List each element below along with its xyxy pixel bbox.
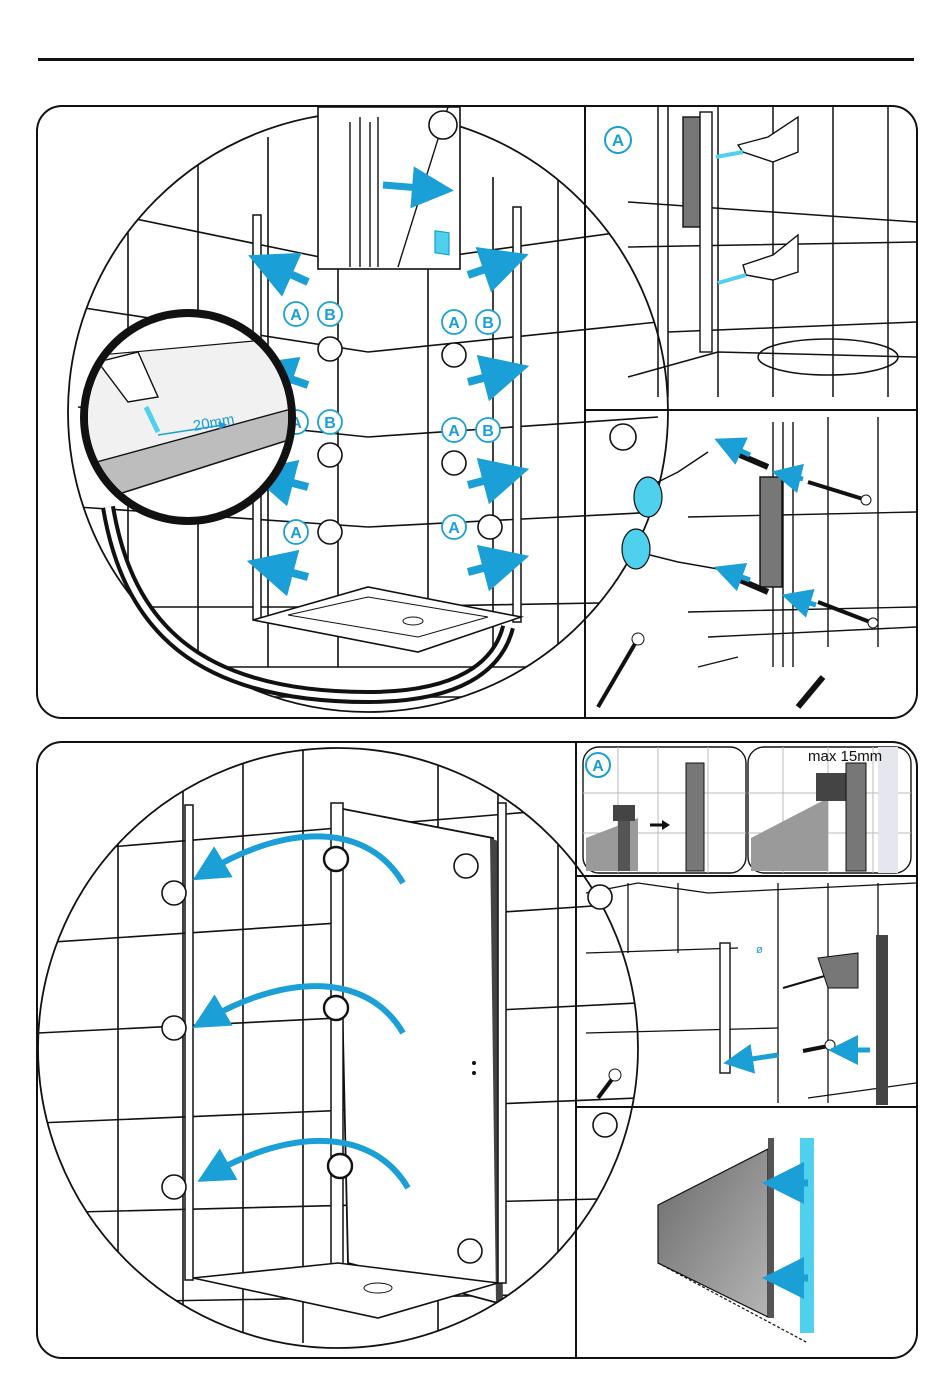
step-a-panel: A	[605, 107, 916, 397]
max-gap-label: max 15mm	[808, 748, 882, 765]
step-number-circle	[593, 1113, 617, 1137]
callout-b: B	[324, 307, 336, 324]
wall-plug-icon	[733, 452, 768, 467]
callout-a: A	[290, 307, 302, 324]
step-a-label: A	[592, 758, 604, 775]
top-panel-drawing: A B A B A A B A B A	[38, 107, 916, 717]
step-number-circle	[429, 111, 457, 139]
callout-a: A	[448, 520, 460, 537]
header-rule	[38, 58, 914, 61]
screw-icon	[818, 602, 870, 622]
callout-a: A	[448, 315, 460, 332]
callout-a: A	[448, 423, 460, 440]
screw-icon	[598, 642, 636, 707]
step-number-circle	[588, 885, 612, 909]
drill-icon	[622, 529, 650, 569]
screw-icon	[803, 1046, 828, 1051]
drill-step-panel: ø	[586, 883, 916, 1105]
callout-a: A	[290, 525, 302, 542]
top-instruction-panel: A B A B A A B A B A	[36, 105, 918, 719]
step-number-circle	[610, 424, 636, 450]
step-a-profile-inset: A max 15mm	[583, 747, 911, 873]
screw-icon	[598, 1078, 613, 1098]
callout-b: B	[482, 315, 494, 332]
screw-icon	[808, 482, 863, 499]
hand-icon	[743, 235, 798, 280]
step-a-label: A	[612, 131, 624, 150]
callout-b: B	[324, 415, 336, 432]
wall-plug-icon	[798, 677, 823, 707]
drill-screw-panel	[598, 417, 916, 707]
callout-b: B	[482, 423, 494, 440]
bottom-instruction-panel: A max 15mm ø	[36, 741, 918, 1359]
hand-icon	[738, 117, 798, 162]
drill-icon	[818, 953, 858, 988]
bottom-panel-drawing: A max 15mm ø	[38, 743, 916, 1357]
drill-icon	[634, 477, 662, 517]
glass-seal-step-panel	[593, 1113, 814, 1343]
drill-diameter-label: ø	[756, 944, 763, 956]
